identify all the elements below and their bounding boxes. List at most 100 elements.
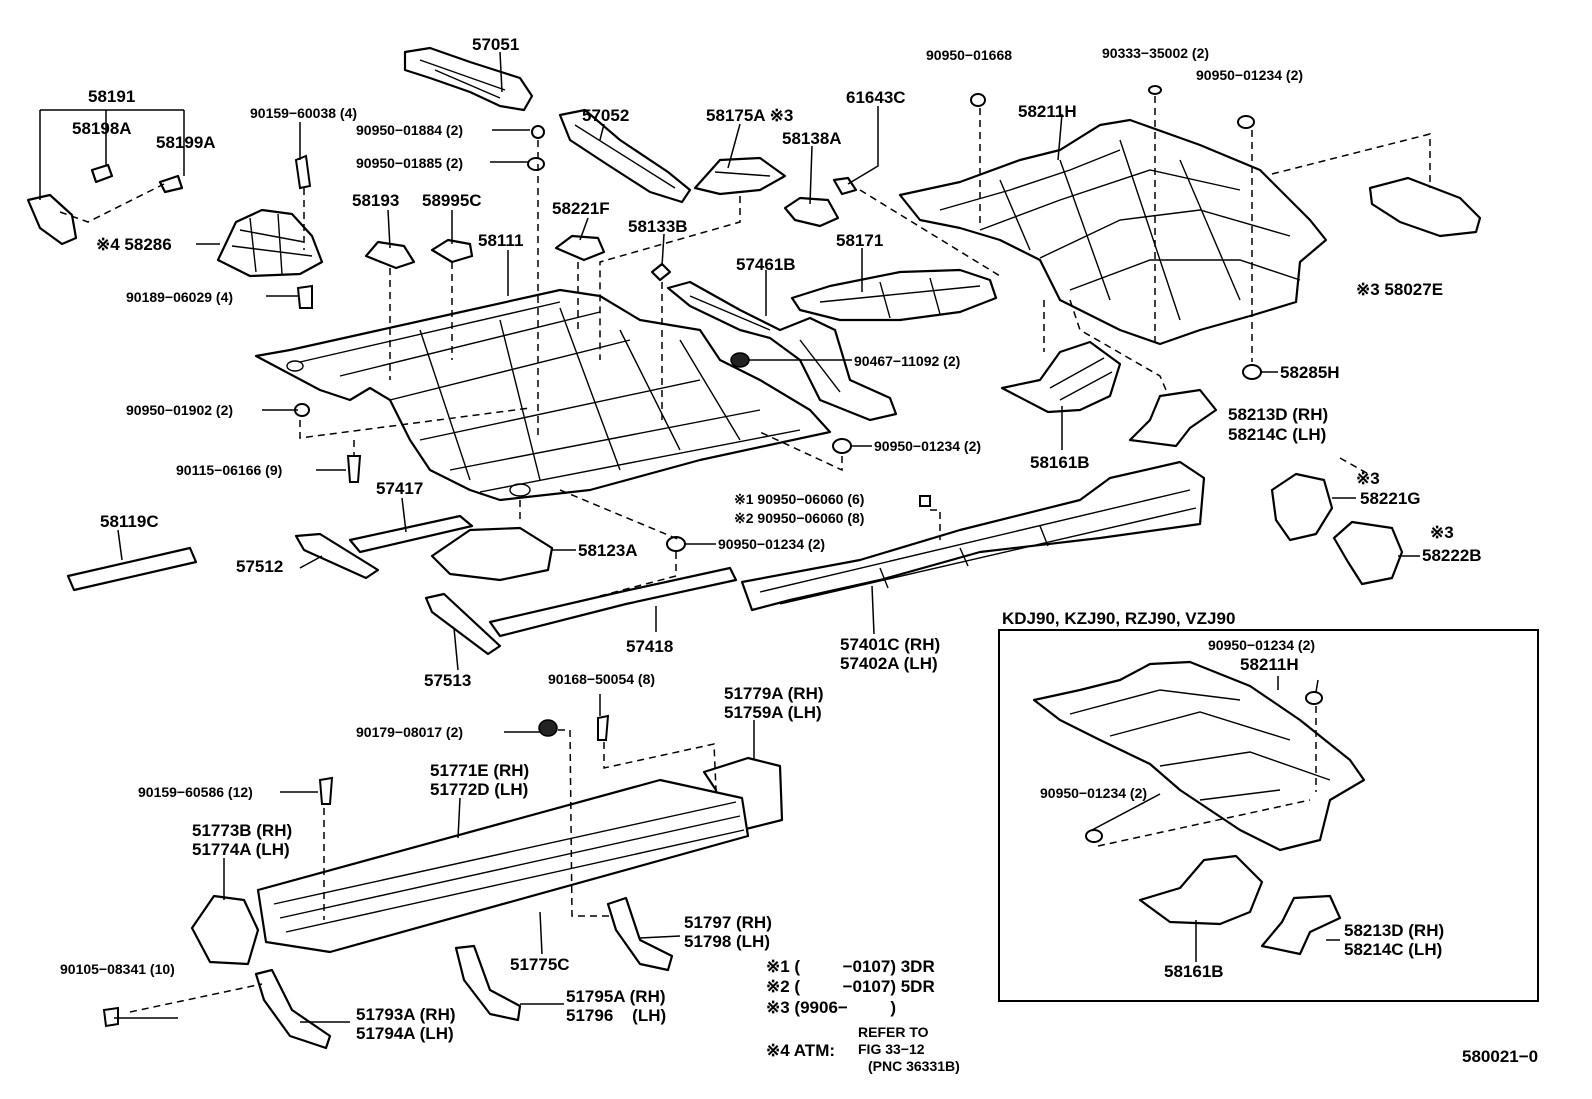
- label-58191: 58191: [88, 87, 135, 106]
- part-51771e: [256, 778, 750, 954]
- part-58222b: [1332, 520, 1404, 586]
- label-90950-01902: 90950−01902 (2): [126, 402, 233, 418]
- label-90950-01884: 90950−01884 (2): [356, 122, 463, 138]
- part-58119c: [66, 546, 198, 592]
- note-4-line2: FIG 33−12: [858, 1041, 925, 1057]
- label-58285h: 58285H: [1280, 363, 1340, 382]
- part-57512: [294, 532, 380, 580]
- part-57401c: [740, 460, 1206, 612]
- label-58027e: ※3 58027E: [1356, 280, 1443, 299]
- label-90115-06166: 90115−06166 (9): [176, 462, 282, 478]
- label-51774a: 51774A (LH): [192, 840, 290, 859]
- label-90159-60586: 90159−60586 (12): [138, 784, 253, 800]
- label-51773b: 51773B (RH): [192, 821, 292, 840]
- label-58111: 58111: [478, 231, 523, 250]
- part-labels: 57051 58191 58198A 58199A 90159−60038 (4…: [60, 35, 1482, 1043]
- label-inset-58213d: 58213D (RH): [1344, 921, 1444, 940]
- label-58119c: 58119C: [100, 512, 159, 531]
- label-90179-08017: 90179−08017 (2): [356, 724, 463, 740]
- label-inset-58214c: 58214C (LH): [1344, 940, 1442, 959]
- part-58193: [364, 240, 416, 270]
- part-58138a: [783, 196, 840, 228]
- inset-models-title: KDJ90, KZJ90, RZJ90, VZJ90: [1002, 609, 1235, 628]
- label-58133b: 58133B: [628, 217, 688, 236]
- label-51797: 51797 (RH): [684, 913, 772, 932]
- leader-lines: [39, 51, 1420, 1023]
- notes: ※1 ( −0107) 3DR ※2 ( −0107) 5DR ※3 (9906…: [766, 957, 960, 1074]
- part-shapes: [26, 46, 1482, 1050]
- part-51795a: [454, 944, 522, 1022]
- label-90189-06029: 90189−06029 (4): [126, 289, 233, 305]
- label-58171: 58171: [836, 231, 883, 250]
- label-90950-01234-mid: 90950−01234 (2): [874, 438, 981, 454]
- label-57417: 57417: [376, 479, 423, 498]
- assembly-dashed-lines: [59, 96, 1431, 1013]
- note-2: ※2 ( −0107) 5DR: [766, 977, 935, 996]
- label-51772d: 51772D (LH): [430, 780, 528, 799]
- part-58191: [26, 163, 184, 246]
- label-58123a: 58123A: [578, 541, 638, 560]
- label-90950-01234-top: 90950−01234 (2): [1196, 67, 1303, 83]
- label-58198a: 58198A: [72, 119, 132, 138]
- note-4-line3: (PNC 36331B): [868, 1058, 960, 1074]
- label-51795a: 51795A (RH): [566, 987, 666, 1006]
- part-58171: [790, 268, 998, 322]
- label-58161b-top: 58161B: [1030, 453, 1090, 472]
- label-90159-60038: 90159−60038 (4): [250, 105, 357, 121]
- label-51798: 51798 (LH): [684, 932, 770, 951]
- label-58286: ※4 58286: [96, 235, 172, 254]
- label-inset-90950-01234-b: 90950−01234 (2): [1040, 785, 1147, 801]
- label-90105-08341: 90105−08341 (10): [60, 961, 175, 977]
- label-57418: 57418: [626, 637, 673, 656]
- part-58221f: [554, 234, 606, 262]
- label-90168-50054: 90168−50054 (8): [548, 671, 655, 687]
- label-51771e: 51771E (RH): [430, 761, 529, 780]
- figure-code: 580021−0: [1462, 1047, 1538, 1066]
- label-90950-01234-low: 90950−01234 (2): [718, 536, 825, 552]
- note-3: ※3 (9906− ): [766, 998, 896, 1017]
- label-58175a: 58175A ※3: [706, 106, 793, 125]
- part-57418: [488, 566, 738, 638]
- part-57417: [348, 514, 474, 554]
- part-57051: [403, 46, 534, 112]
- part-58221g: [1270, 472, 1334, 542]
- part-51793a: [254, 968, 332, 1050]
- label-58221g-mark: ※3: [1356, 469, 1380, 488]
- label-90950-06060-6: ※1 90950−06060 (6): [734, 491, 864, 507]
- part-58211h: [898, 118, 1328, 346]
- label-58221g: 58221G: [1360, 489, 1421, 508]
- label-90950-01668: 90950−01668: [926, 47, 1012, 63]
- label-58193: 58193: [352, 191, 399, 210]
- label-57512: 57512: [236, 557, 283, 576]
- part-58111: [254, 288, 832, 502]
- note-1: ※1 ( −0107) 3DR: [766, 957, 935, 976]
- label-58221f: 58221F: [552, 199, 610, 218]
- part-57461b: [666, 280, 898, 422]
- label-90333-35002: 90333−35002 (2): [1102, 45, 1209, 61]
- note-4-prefix: ※4 ATM:: [766, 1041, 835, 1060]
- label-58214c-top: 58214C (LH): [1228, 425, 1326, 444]
- label-90950-06060-8: ※2 90950−06060 (8): [734, 510, 864, 526]
- part-58161b: [1000, 340, 1122, 414]
- label-57402a: 57402A (LH): [840, 654, 938, 673]
- label-58211h: 58211H: [1018, 102, 1077, 121]
- label-58222b: 58222B: [1422, 546, 1482, 565]
- label-inset-90950-01234-a: 90950−01234 (2): [1208, 637, 1315, 653]
- note-4-line1: REFER TO: [858, 1024, 929, 1040]
- label-57051: 57051: [472, 35, 519, 54]
- label-51775c: 51775C: [510, 955, 570, 974]
- part-51773b: [190, 894, 260, 966]
- part-58175a: [693, 156, 787, 196]
- label-90950-01885: 90950−01885 (2): [356, 155, 463, 171]
- part-57513: [424, 592, 502, 656]
- inset-frame: [998, 629, 1539, 1002]
- label-inset-58161b: 58161B: [1164, 962, 1224, 981]
- label-inset-58211h: 58211H: [1240, 655, 1299, 674]
- part-58286: [216, 208, 324, 278]
- part-58133b: [650, 262, 672, 282]
- label-90467-11092: 90467−11092 (2): [854, 353, 960, 369]
- label-57052: 57052: [582, 106, 629, 125]
- label-57461b: 57461B: [736, 255, 796, 274]
- label-51759a: 51759A (LH): [724, 703, 822, 722]
